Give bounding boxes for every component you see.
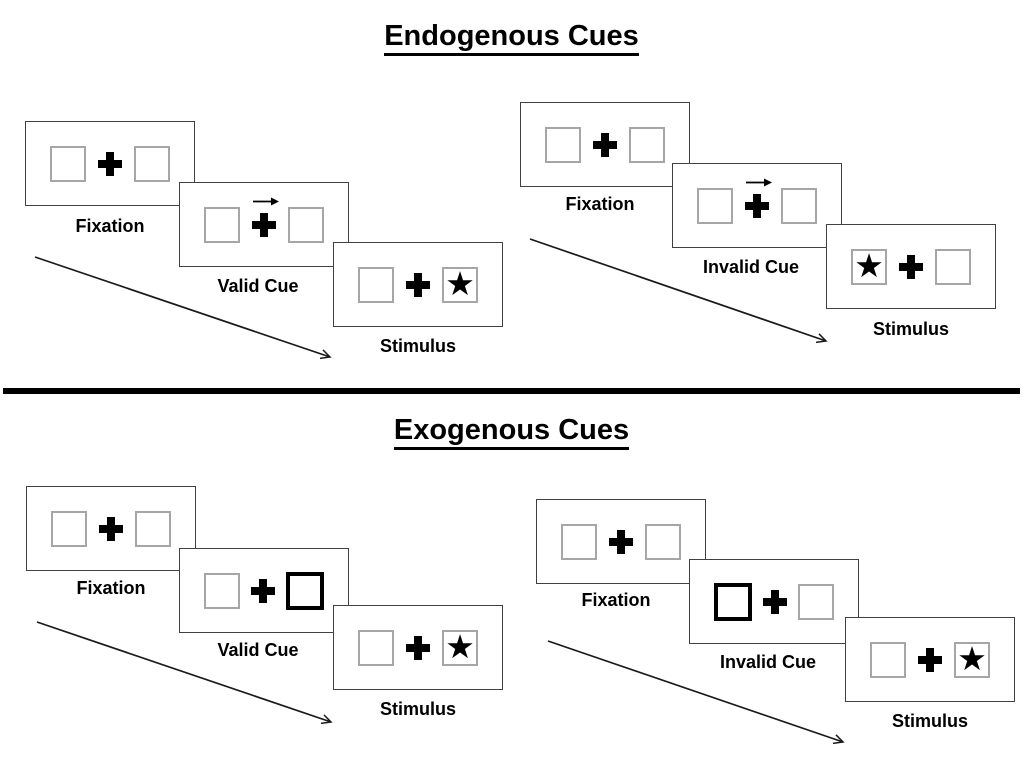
endogenous-valid-fixation-card bbox=[25, 121, 195, 206]
fixation-label: Fixation bbox=[76, 578, 146, 598]
exogenous-invalid-cue-card bbox=[689, 559, 859, 644]
stimulus-label: Stimulus bbox=[379, 699, 456, 719]
right-box bbox=[935, 248, 971, 285]
star-stimulus-icon: ★ bbox=[957, 639, 987, 678]
right-arrow-cue-icon bbox=[253, 197, 279, 205]
fixation-cross-icon bbox=[899, 254, 923, 279]
fixation-cross-icon bbox=[98, 151, 122, 176]
right-box: ★ bbox=[442, 627, 478, 666]
fixation-cross-icon bbox=[593, 132, 617, 157]
left-box bbox=[51, 510, 87, 547]
fixation-cross-icon bbox=[406, 635, 430, 660]
right-box: ★ bbox=[954, 639, 990, 678]
exogenous-section-title: Exogenous Cues bbox=[0, 414, 1023, 450]
right-box bbox=[781, 187, 817, 224]
fixation-cross-icon bbox=[99, 516, 123, 541]
endogenous-section-title: Endogenous Cues bbox=[0, 20, 1023, 56]
invalid-cue-label: Invalid Cue bbox=[702, 257, 800, 277]
left-box bbox=[358, 266, 394, 303]
valid-cue-label: Valid Cue bbox=[217, 276, 299, 296]
stimulus-label: Stimulus bbox=[891, 711, 968, 731]
left-box bbox=[358, 629, 394, 666]
time-arrow-exogenous-valid bbox=[36, 621, 331, 722]
left-box bbox=[870, 641, 906, 678]
valid-cue-label: Valid Cue bbox=[217, 640, 299, 660]
highlighted-cue-box bbox=[714, 582, 752, 621]
fixation-label: Fixation bbox=[75, 216, 145, 236]
left-box bbox=[561, 523, 597, 560]
fixation-label: Fixation bbox=[581, 590, 651, 610]
endogenous-invalid-fixation-card bbox=[520, 102, 690, 187]
time-arrow-endogenous-valid bbox=[34, 256, 330, 357]
right-box bbox=[288, 206, 324, 243]
fixation-label: Fixation bbox=[565, 194, 635, 214]
fixation-cross-icon bbox=[609, 529, 633, 554]
star-stimulus-icon: ★ bbox=[854, 246, 884, 285]
left-box bbox=[545, 126, 581, 163]
section-divider bbox=[3, 388, 1020, 394]
stimulus-label: Stimulus bbox=[379, 336, 456, 356]
endogenous-invalid-stimulus-card: ★ bbox=[826, 224, 996, 309]
right-box bbox=[134, 145, 170, 182]
time-arrow-endogenous-invalid bbox=[529, 238, 826, 341]
left-box: ★ bbox=[851, 246, 887, 285]
fixation-cross-icon bbox=[918, 647, 942, 672]
left-box bbox=[204, 206, 240, 243]
fixation-cross-icon bbox=[406, 272, 430, 297]
endogenous-invalid-cue-card bbox=[672, 163, 842, 248]
endogenous-valid-cue-card bbox=[179, 182, 349, 267]
exogenous-invalid-fixation-card bbox=[536, 499, 706, 584]
fixation-cross-icon bbox=[763, 589, 787, 614]
left-box bbox=[50, 145, 86, 182]
exogenous-valid-stimulus-card: ★ bbox=[333, 605, 503, 690]
fixation-cross-icon bbox=[251, 578, 275, 603]
star-stimulus-icon: ★ bbox=[445, 627, 475, 666]
exogenous-valid-fixation-card bbox=[26, 486, 196, 571]
invalid-cue-label: Invalid Cue bbox=[719, 652, 817, 672]
fixation-cross-icon bbox=[252, 212, 276, 237]
highlighted-cue-box bbox=[286, 571, 324, 610]
exogenous-valid-cue-card bbox=[179, 548, 349, 633]
left-box bbox=[697, 187, 733, 224]
endogenous-valid-stimulus-card: ★ bbox=[333, 242, 503, 327]
right-box bbox=[629, 126, 665, 163]
exogenous-invalid-stimulus-card: ★ bbox=[845, 617, 1015, 702]
right-box: ★ bbox=[442, 264, 478, 303]
right-box bbox=[645, 523, 681, 560]
right-box bbox=[798, 583, 834, 620]
right-box bbox=[135, 510, 171, 547]
right-arrow-cue-icon bbox=[746, 178, 772, 186]
star-stimulus-icon: ★ bbox=[445, 264, 475, 303]
left-box bbox=[204, 572, 240, 609]
endogenous-title-text: Endogenous Cues bbox=[384, 20, 639, 56]
exogenous-title-text: Exogenous Cues bbox=[393, 414, 630, 450]
fixation-cross-icon bbox=[745, 193, 769, 218]
stimulus-label: Stimulus bbox=[872, 319, 949, 339]
